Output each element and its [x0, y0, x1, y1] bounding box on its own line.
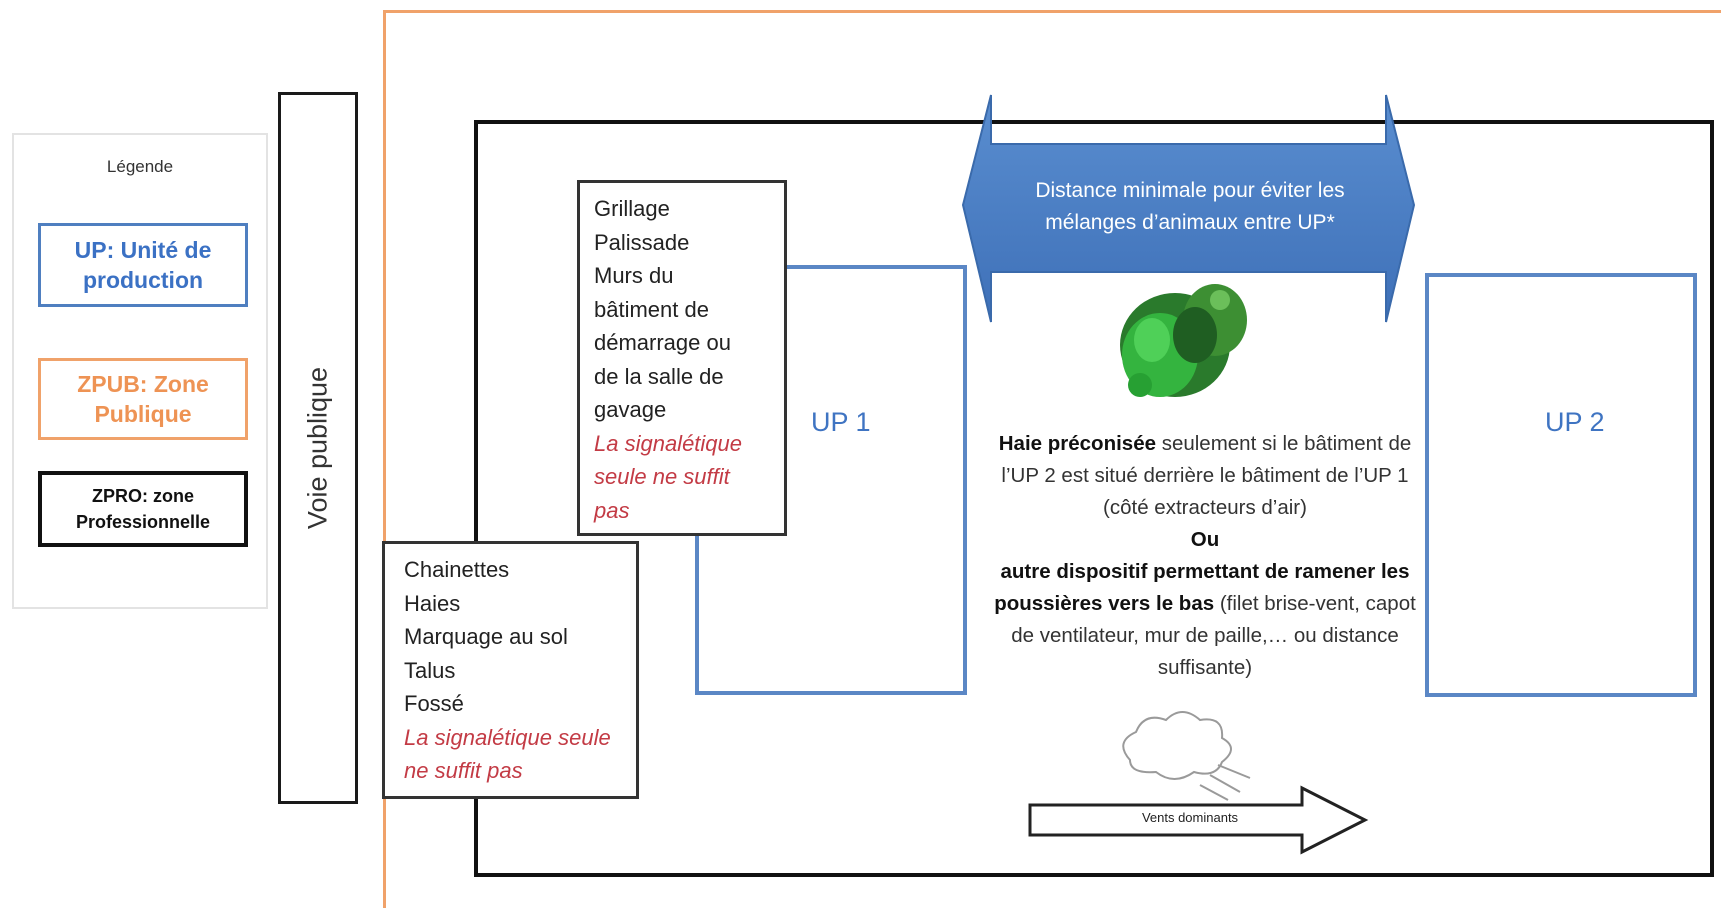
legend-title: Légende — [106, 157, 174, 176]
murs-item: Murs du — [594, 263, 674, 288]
up2-box: UP 2 — [1425, 273, 1697, 697]
murs-item-line3: démarrage ou — [594, 330, 731, 355]
hedge-text-2: (filet brise-vent, capot de ventilateur,… — [1011, 592, 1416, 679]
chainettes-item: Chainettes — [404, 557, 510, 582]
chainettes-warning: La signalétique seule ne suffit pas — [404, 724, 611, 784]
legend-zpro: ZPRO: zone Professionnelle — [38, 471, 248, 547]
zpub-zone — [383, 10, 1721, 908]
haies-item: Haies — [404, 590, 461, 616]
fosse-item: Fossé — [404, 691, 464, 716]
talus-item: Talus — [404, 657, 456, 683]
murs-item-line4: de la salle de — [594, 363, 724, 389]
legend-panel: Légende UP: Unité de production ZPUB: Zo… — [12, 133, 268, 609]
hedge-icon — [1120, 284, 1247, 397]
hedge-recommendation: Haie préconisée seulement si le bâtiment… — [985, 428, 1425, 684]
distance-arrow-line1: Distance minimale pour éviter les — [1035, 179, 1345, 202]
grillage-warning: La signalétique seule ne suffit pas — [594, 430, 743, 523]
up1-label: UP 1 — [811, 407, 871, 437]
distance-arrow-line2: mélanges d’animaux entre UP* — [1045, 211, 1335, 234]
hedge-bold: Haie préconisée — [998, 432, 1156, 455]
grillage-box: Grillage Palissade Murs du bâtiment de d… — [577, 180, 787, 536]
alternative-bold: autre dispositif permettant de ramener l… — [994, 560, 1410, 615]
grillage-item: Grillage — [594, 196, 670, 221]
distance-arrow-label: Distance minimale pour éviter les mélang… — [990, 175, 1390, 239]
murs-item-line2: bâtiment de — [594, 296, 709, 322]
up2-label: UP 2 — [1545, 407, 1605, 437]
marquage-item: Marquage au sol — [404, 624, 568, 649]
wind-label: Vents dominants — [1141, 810, 1239, 825]
wind-cloud-icon — [1122, 711, 1251, 801]
legend-up: UP: Unité de production — [38, 223, 248, 307]
zpro-zone — [474, 120, 1714, 877]
ou-label: Ou — [1190, 528, 1220, 551]
palissade-item: Palissade — [594, 229, 690, 255]
chainettes-box: Chainettes Haies Marquage au sol Talus F… — [382, 541, 639, 799]
distance-arrow-icon — [961, 94, 1416, 323]
wind-arrow-icon — [1028, 785, 1369, 855]
murs-item-line5: gavage — [594, 397, 667, 422]
hedge-text-1: seulement si le bâtiment de l’UP 2 est s… — [1001, 432, 1412, 519]
legend-zpub: ZPUB: Zone Publique — [38, 358, 248, 440]
voie-publique: Voie publique — [278, 92, 358, 804]
